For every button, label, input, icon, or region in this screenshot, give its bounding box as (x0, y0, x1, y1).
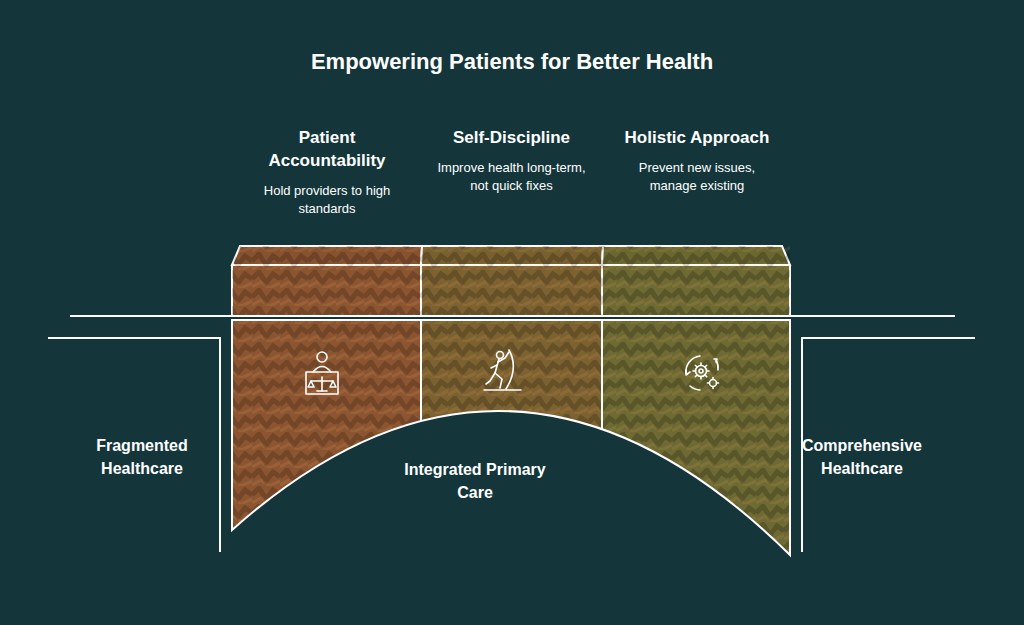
holistic-gears-icon (686, 356, 719, 390)
bridge-arch (232, 320, 792, 560)
pillar-heading: Holistic Approach (625, 126, 770, 149)
region-label: Fragmented Healthcare (72, 434, 212, 480)
pillar-description: Prevent new issues, manage existing (622, 159, 772, 195)
pillar-block: Patient AccountabilityHold providers to … (232, 122, 422, 316)
diagram-title: Empowering Patients for Better Health (0, 48, 1024, 76)
stone-texture (232, 320, 790, 560)
pillar-block: Holistic ApproachPrevent new issues, man… (602, 122, 792, 316)
pillar-block: Self-DisciplineImprove health long-term,… (421, 122, 602, 316)
bank-left (48, 338, 220, 552)
block-joint (420, 320, 422, 430)
arch-outline (232, 320, 790, 555)
deck-texture (232, 246, 790, 316)
pillar-description: Hold providers to high standards (252, 182, 402, 218)
river-banks (48, 316, 975, 552)
region-label: Comprehensive Healthcare (792, 434, 932, 480)
climber-icon (484, 350, 521, 390)
bank-line (70, 315, 955, 317)
pillar-description: Improve health long-term, not quick fixe… (437, 159, 587, 195)
deck-texture-fill (232, 246, 790, 316)
pillar-heading: Patient Accountability (247, 126, 407, 172)
region-label: Integrated Primary Care (395, 458, 555, 504)
pillar-heading: Self-Discipline (453, 126, 570, 149)
block-joint (601, 320, 603, 430)
accountability-icon (306, 352, 338, 394)
deck-blocks (232, 246, 790, 316)
